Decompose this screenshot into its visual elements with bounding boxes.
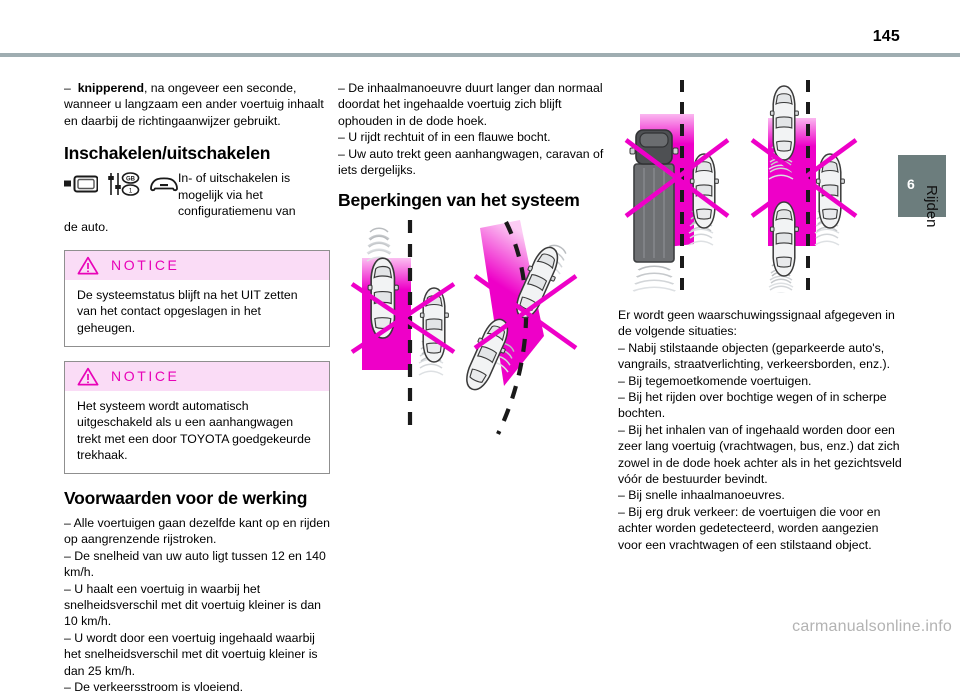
warning-triangle-icon xyxy=(77,256,99,275)
limitations-intro: Er wordt geen waarschuwingssignaal afgeg… xyxy=(618,308,895,339)
notice-header: NOTICE xyxy=(65,361,329,391)
limitation-item: – Nabij stilstaande objecten (geparkeerd… xyxy=(618,340,891,372)
settings-sliders-icon: GB 1 xyxy=(107,172,140,197)
condition-item: – De inhaalmanoeuvre duurt langer dan no… xyxy=(338,81,603,128)
header-divider xyxy=(0,53,960,57)
intro-paragraph: – knipperend, na ongeveer een seconde, w… xyxy=(64,81,324,128)
chapter-label: Rijden xyxy=(923,185,940,228)
limitation-item: – Bij het rijden over bochtige wegen of … xyxy=(618,390,887,421)
notice-header: NOTICE xyxy=(65,250,329,280)
section-heading-conditions: Voorwaarden voor de werking xyxy=(64,488,308,508)
icon-instruction-text: In- of uitschakelen is mogelijk via het … xyxy=(178,171,296,219)
scene-truck xyxy=(624,80,730,293)
intro-rest: , na ongeveer een seconde, wanneer u lan… xyxy=(64,81,324,128)
condition-item: – De snelheid van uw auto ligt tussen 12… xyxy=(64,548,326,580)
condition-item: – U wordt door een voertuig ingehaald wa… xyxy=(64,630,318,678)
scene-long-vehicle xyxy=(750,80,858,298)
condition-item: – Alle voertuigen gaan dezelfde kant op … xyxy=(64,516,330,547)
column-right: Er wordt geen waarschuwingssignaal afgeg… xyxy=(618,307,902,553)
limitation-item: – Bij snelle inhaalmanoeuvres. xyxy=(618,488,785,503)
intro-bold-term: knipperend xyxy=(77,81,144,95)
notice-title: NOTICE xyxy=(111,367,180,384)
manual-page: 145 6 Rijden – knipperend, na ongeveer e… xyxy=(0,28,960,694)
limitation-item: – Bij erg druk verkeer: de voertuigen di… xyxy=(618,504,881,552)
limitation-item: – Bij tegemoetkomende voertuigen. xyxy=(618,373,812,388)
svg-text:1: 1 xyxy=(129,188,133,195)
display-screen-icon xyxy=(64,175,98,193)
chapter-tab: 6 Rijden xyxy=(898,155,960,228)
warning-triangle-icon xyxy=(77,367,99,386)
notice-title: NOTICE xyxy=(111,257,180,274)
condition-item: – De verkeersstroom is vloeiend. xyxy=(64,680,244,695)
notice-box: NOTICE Het systeem wordt automatisch uit… xyxy=(64,360,330,474)
scene-straight xyxy=(350,220,456,426)
section-heading-enable-disable: Inschakelen/uitschakelen xyxy=(64,143,271,164)
section-heading-limitations: Beperkingen van het systeem xyxy=(338,190,580,211)
column-middle: – De inhaalmanoeuvre duurt langer dan no… xyxy=(338,80,604,217)
scene-curve xyxy=(458,220,578,435)
notice-box: NOTICE De systeemstatus blijft na het UI… xyxy=(64,249,330,347)
icon-strip: GB 1 xyxy=(64,170,179,197)
condition-item: – U haalt een voertuig in waarbij het sn… xyxy=(64,581,321,629)
limitation-item: – Bij het inhalen van of ingehaald worde… xyxy=(618,422,902,487)
notice-body: De systeemstatus blijft na het UIT zette… xyxy=(77,287,298,336)
site-watermark: carmanualsonline.info xyxy=(792,618,952,635)
illustration-blind-spot-truck-long-vehicle xyxy=(620,78,902,298)
condition-item: – U rijdt rechtuit of in een flauwe boch… xyxy=(338,130,551,145)
illustration-blind-spot-straight-curve xyxy=(338,218,610,463)
chapter-number-box: 6 xyxy=(898,155,946,217)
svg-text:GB: GB xyxy=(126,177,136,183)
chapter-number: 6 xyxy=(907,176,915,192)
condition-item: – Uw auto trekt geen aanhangwagen, carav… xyxy=(338,146,604,178)
page-number: 145 xyxy=(872,28,900,45)
icon-instruction-row: GB 1 In- of uitschakelen is mogelijk via… xyxy=(64,170,330,219)
notice-body: Het systeem wordt automatisch uitgeschak… xyxy=(77,398,311,463)
icon-instruction-text-continued: de auto. xyxy=(64,220,109,235)
car-front-icon xyxy=(149,176,179,193)
column-left: – knipperend, na ongeveer een seconde, w… xyxy=(64,80,330,695)
